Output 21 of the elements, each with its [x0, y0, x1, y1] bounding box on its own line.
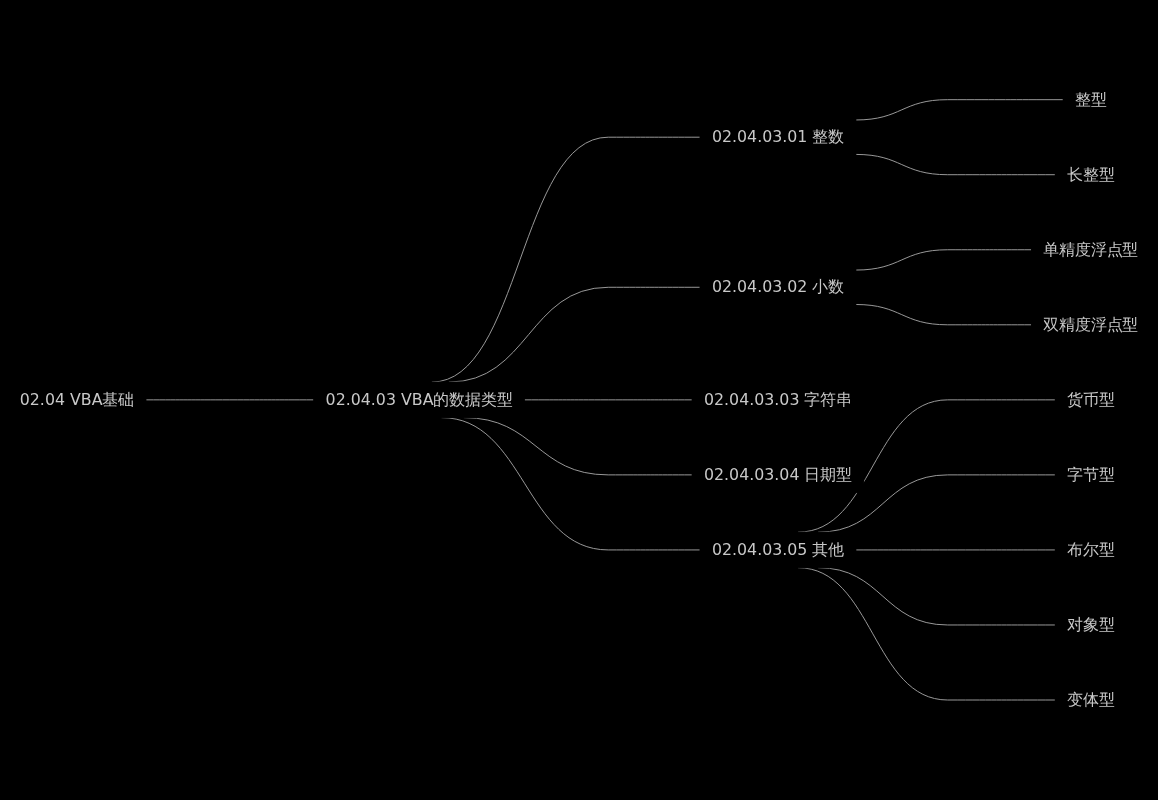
node-text: 双精度浮点型	[1043, 315, 1139, 334]
node-text: 单精度浮点型	[1043, 240, 1139, 259]
node-text: 02.04.03.01 整数	[711, 127, 844, 147]
connector	[855, 154, 1056, 176]
node-text: 整型	[1075, 89, 1107, 109]
node-text: 布尔型	[1067, 540, 1115, 559]
node-text: 长整型	[1067, 165, 1115, 184]
connector	[855, 304, 1033, 326]
connector	[855, 549, 1056, 551]
node-text: 02.04.03.03 字符串	[704, 390, 852, 409]
node-text: 02.04 VBA基础	[19, 390, 135, 409]
node-text: 变体型	[1067, 690, 1115, 710]
node-text: 02.04.03.04 日期型	[704, 465, 852, 484]
node-text: 货币型	[1067, 390, 1115, 409]
connector	[523, 399, 693, 401]
connector	[855, 99, 1064, 121]
node-text: 字节型	[1067, 465, 1115, 484]
connector	[855, 249, 1033, 271]
connector	[145, 399, 315, 401]
node-text: 02.04.03.02 小数	[711, 277, 844, 297]
node-text: 对象型	[1067, 615, 1115, 635]
